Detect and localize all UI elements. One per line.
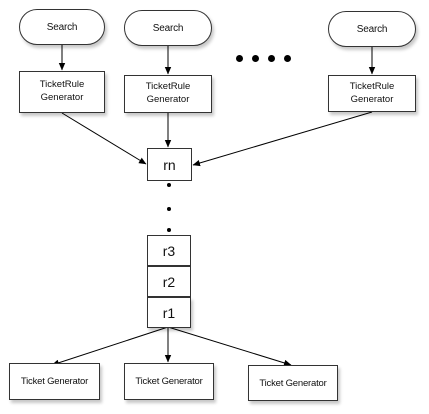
search-node-1: Search (19, 9, 105, 45)
ticketrule-generator-label-line1: TicketRule (39, 79, 85, 91)
queue-item-rn: rn (147, 148, 192, 181)
queue-item-label: r2 (162, 273, 176, 290)
ellipsis-dot (284, 55, 291, 62)
ellipsis-dot (268, 55, 275, 62)
search-node-label: Search (356, 23, 388, 35)
queue-item-label: r1 (162, 304, 176, 321)
ellipsis-dot (252, 55, 259, 62)
queue-item-label: rn (163, 156, 176, 173)
queue-item-r2: r2 (147, 266, 191, 297)
ticketrule-generator-label-line2: Generator (40, 92, 84, 103)
search-node-label: Search (46, 21, 78, 33)
queue-item-r3: r3 (147, 235, 191, 266)
ticket-generator-label: Ticket Generator (259, 377, 327, 389)
ticket-generator-label: Ticket Generator (20, 376, 89, 387)
search-node-3: Search (328, 11, 416, 47)
queue-item-r1: r1 (147, 297, 191, 328)
ticketrule-generator-1: TicketRule Generator (19, 71, 105, 113)
ellipsis-dot (236, 55, 243, 62)
ticket-generator-1: Ticket Generator (9, 363, 100, 400)
ticket-generator-3: Ticket Generator (248, 365, 338, 401)
ticketrule-generator-label-line2: Generator (350, 93, 394, 105)
vertical-ellipsis-dot (167, 207, 171, 211)
search-node-2: Search (124, 10, 212, 46)
ticketrule-generator-3: TicketRule Generator (328, 75, 416, 112)
ticket-generator-2: Ticket Generator (124, 363, 214, 400)
ticketrule-generator-label-line2: Generator (146, 94, 190, 105)
vertical-ellipsis-dot (167, 183, 171, 187)
search-node-label: Search (152, 22, 184, 34)
arrow-rule-1-to-rn (61, 112, 147, 165)
ticketrule-generator-label-line1: TicketRule (349, 80, 395, 92)
arrow-rule-3-to-rn (192, 111, 373, 167)
ticketrule-generator-2: TicketRule Generator (124, 75, 212, 113)
arrow-r1-to-gen-1 (51, 326, 169, 366)
ticket-generator-label: Ticket Generator (135, 376, 203, 387)
arrow-r1-to-gen-3 (167, 326, 292, 366)
ticketrule-generator-label-line1: TicketRule (145, 81, 191, 93)
queue-item-label: r3 (162, 242, 176, 259)
vertical-ellipsis-dot (167, 228, 171, 232)
